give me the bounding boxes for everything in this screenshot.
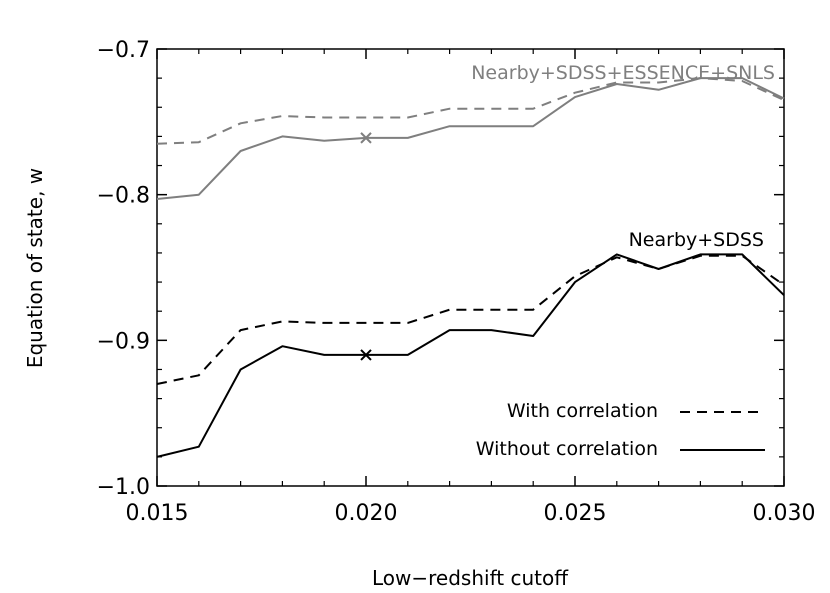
series-line-black-solid	[156, 253, 785, 458]
y-tick-label: −0.7	[97, 38, 150, 63]
ticks: 0.015 0.020 0.025 0.030 −1.0 −0.9 −0.8 −0.7	[97, 38, 816, 526]
x-tick-label: 0.030	[753, 501, 816, 526]
series-group	[156, 77, 785, 458]
y-tick-label: −0.8	[97, 184, 150, 209]
series-line-gray-dashed	[156, 77, 785, 145]
x-tick-label: 0.020	[335, 501, 398, 526]
series-line-gray-solid	[156, 77, 785, 200]
x-tick-label: 0.025	[544, 501, 607, 526]
legend-label-without-correlation: Without correlation	[476, 438, 658, 460]
legend-label-with-correlation: With correlation	[507, 400, 658, 422]
y-tick-label: −0.9	[97, 329, 150, 354]
y-axis-title: Equation of state, w	[23, 168, 47, 368]
markers-group	[360, 132, 372, 361]
x-tick-label: 0.015	[126, 501, 189, 526]
marker-x	[360, 349, 372, 361]
plot-frame	[156, 48, 785, 487]
y-tick-label: −1.0	[97, 475, 150, 500]
x-axis-title: Low−redshift cutoff	[372, 566, 569, 590]
legend: With correlation Without correlation	[476, 400, 765, 460]
annotation-gray-group: Nearby+SDSS+ESSENCE+SNLS	[471, 62, 775, 84]
annotation-black-group: Nearby+SDSS	[629, 229, 764, 251]
marker-x	[360, 132, 372, 144]
